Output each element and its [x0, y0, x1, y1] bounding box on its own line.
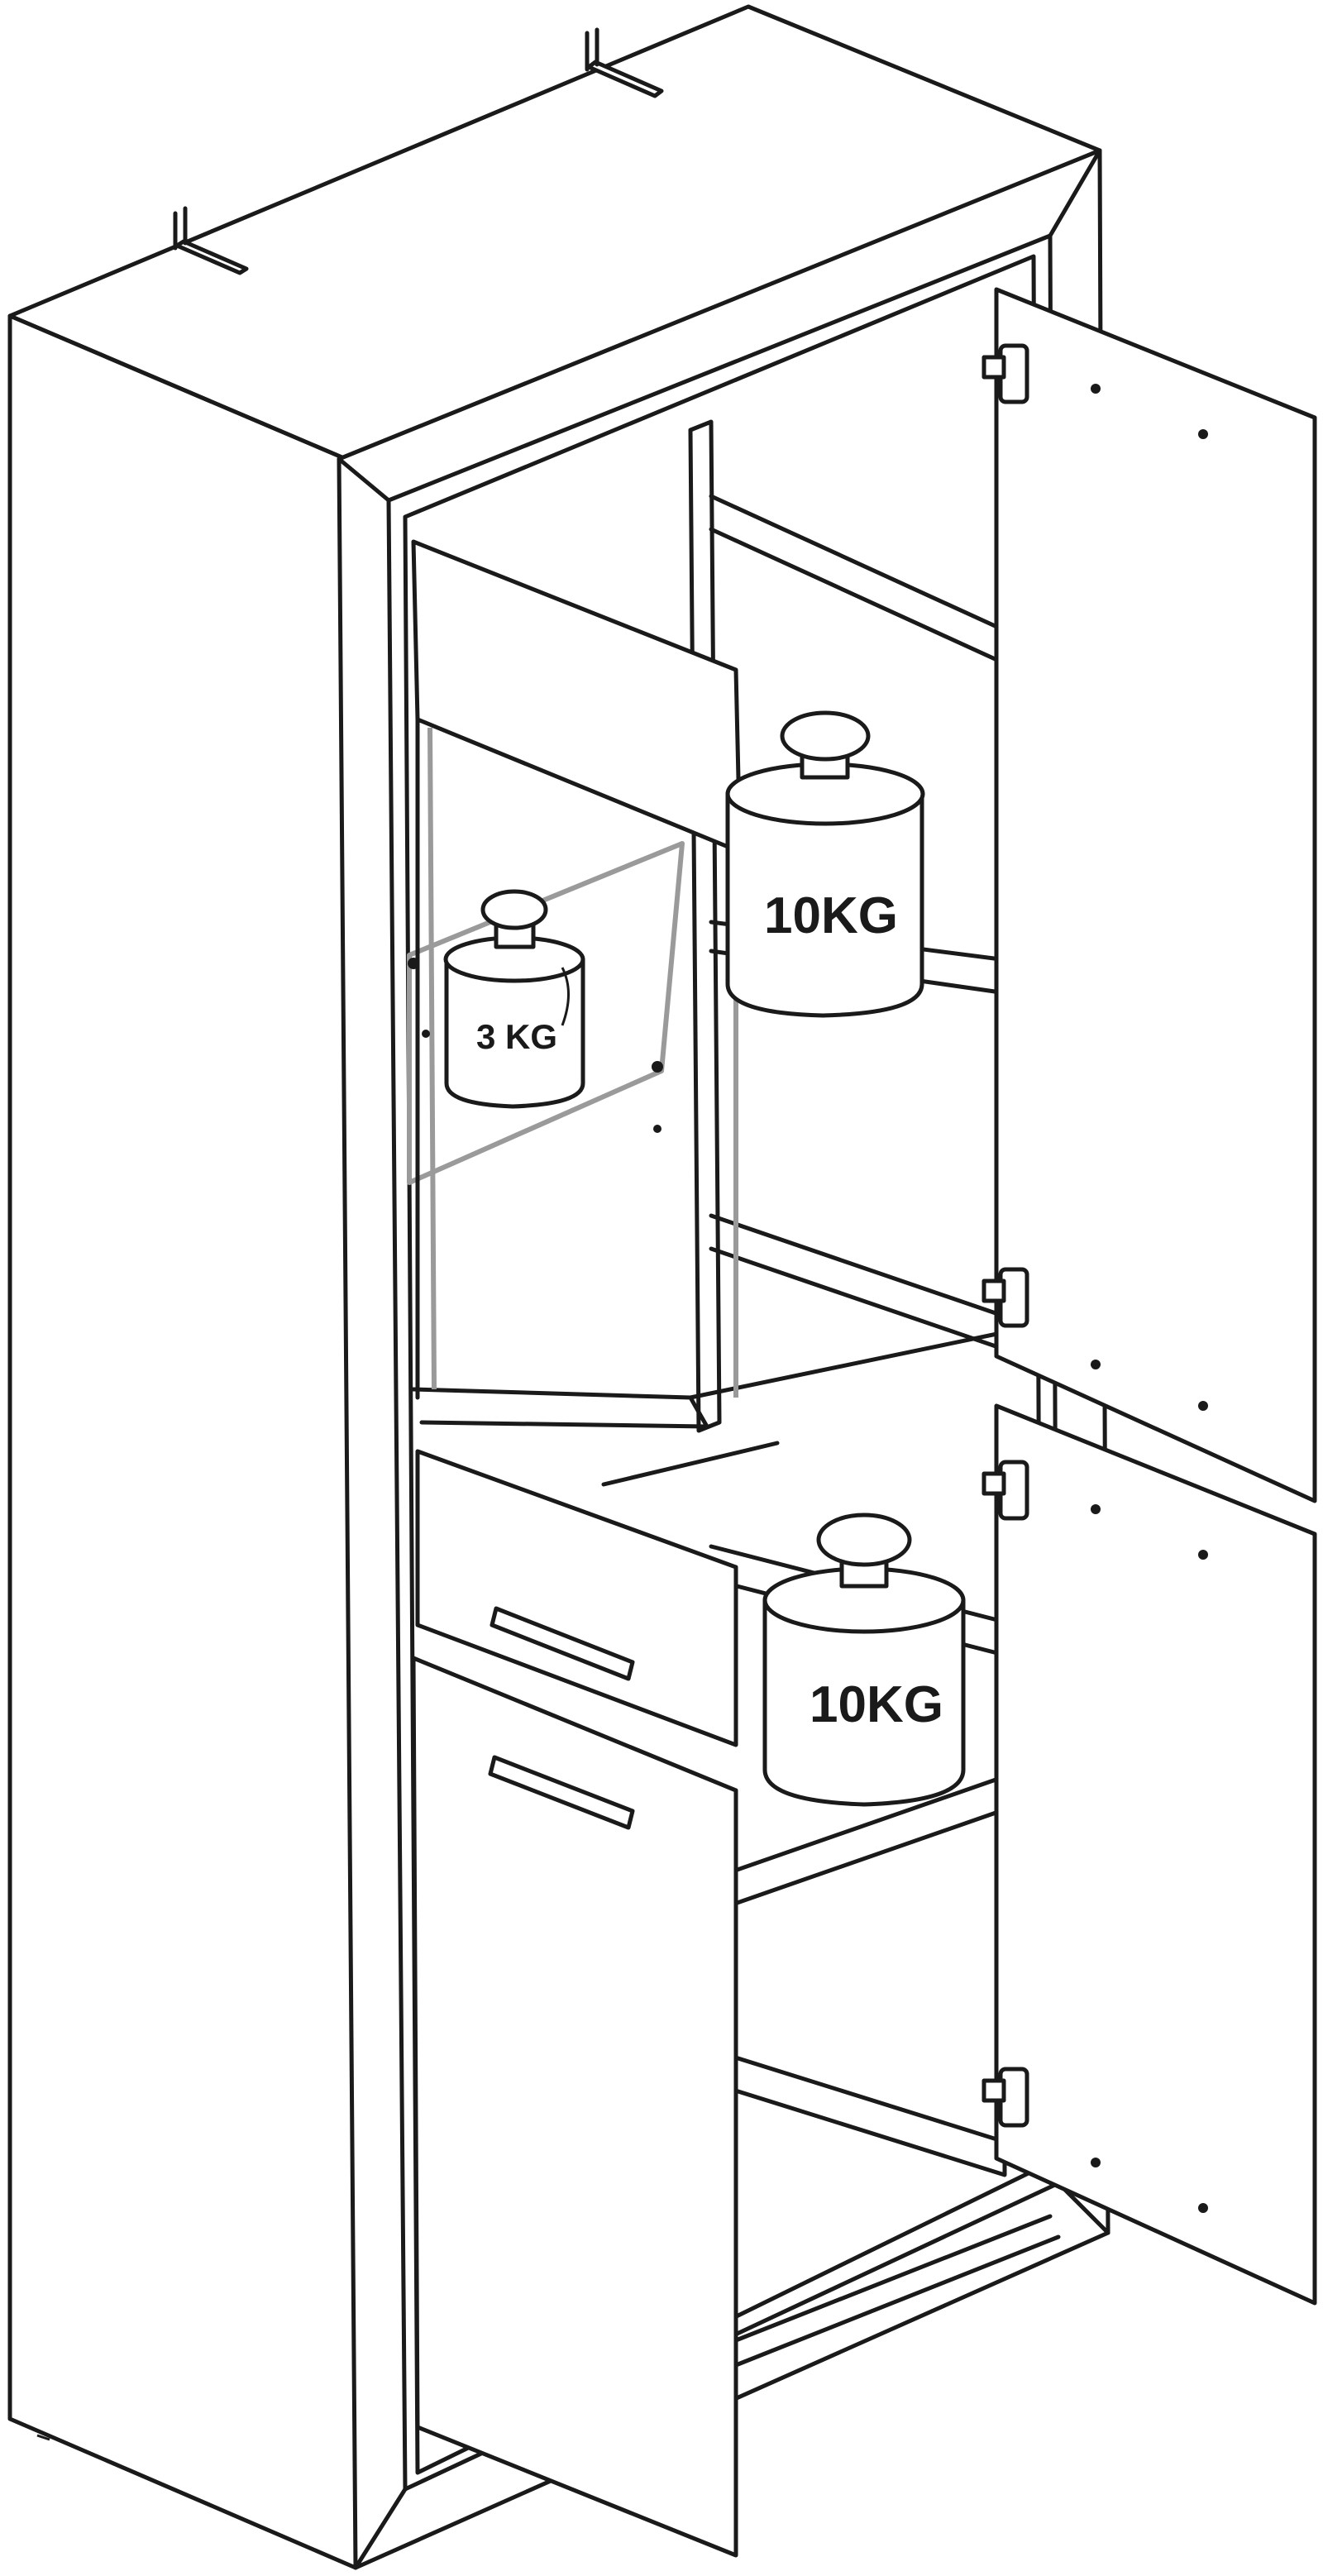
wall-bracket-right	[585, 27, 664, 98]
door-handle	[488, 1755, 635, 1830]
weight-10kg-lower-label: 10KG	[810, 1676, 943, 1733]
upper-right-door	[982, 287, 1317, 1503]
hinge-icon	[982, 343, 1029, 404]
wall-bracket-left	[173, 206, 249, 275]
drawer-handle	[490, 1606, 635, 1681]
lower-right-door	[982, 1403, 1317, 2306]
drawer	[415, 1441, 780, 1747]
lower-left-door	[411, 1656, 738, 2558]
weight-10kg-lower: 10KG	[762, 1513, 966, 1807]
plinth	[733, 2214, 1061, 2368]
hinge-icon	[982, 1460, 1029, 1521]
weight-3kg-label: 3 KG	[476, 1017, 557, 1056]
side-panel	[7, 313, 358, 2570]
weight-10kg-upper-label: 10KG	[764, 887, 898, 944]
weight-10kg-upper: 10KG	[725, 710, 925, 1018]
hinge-icon	[982, 2067, 1029, 2128]
hinge-icon	[982, 1267, 1029, 1328]
weight-3kg: 3 KG	[443, 889, 585, 1109]
